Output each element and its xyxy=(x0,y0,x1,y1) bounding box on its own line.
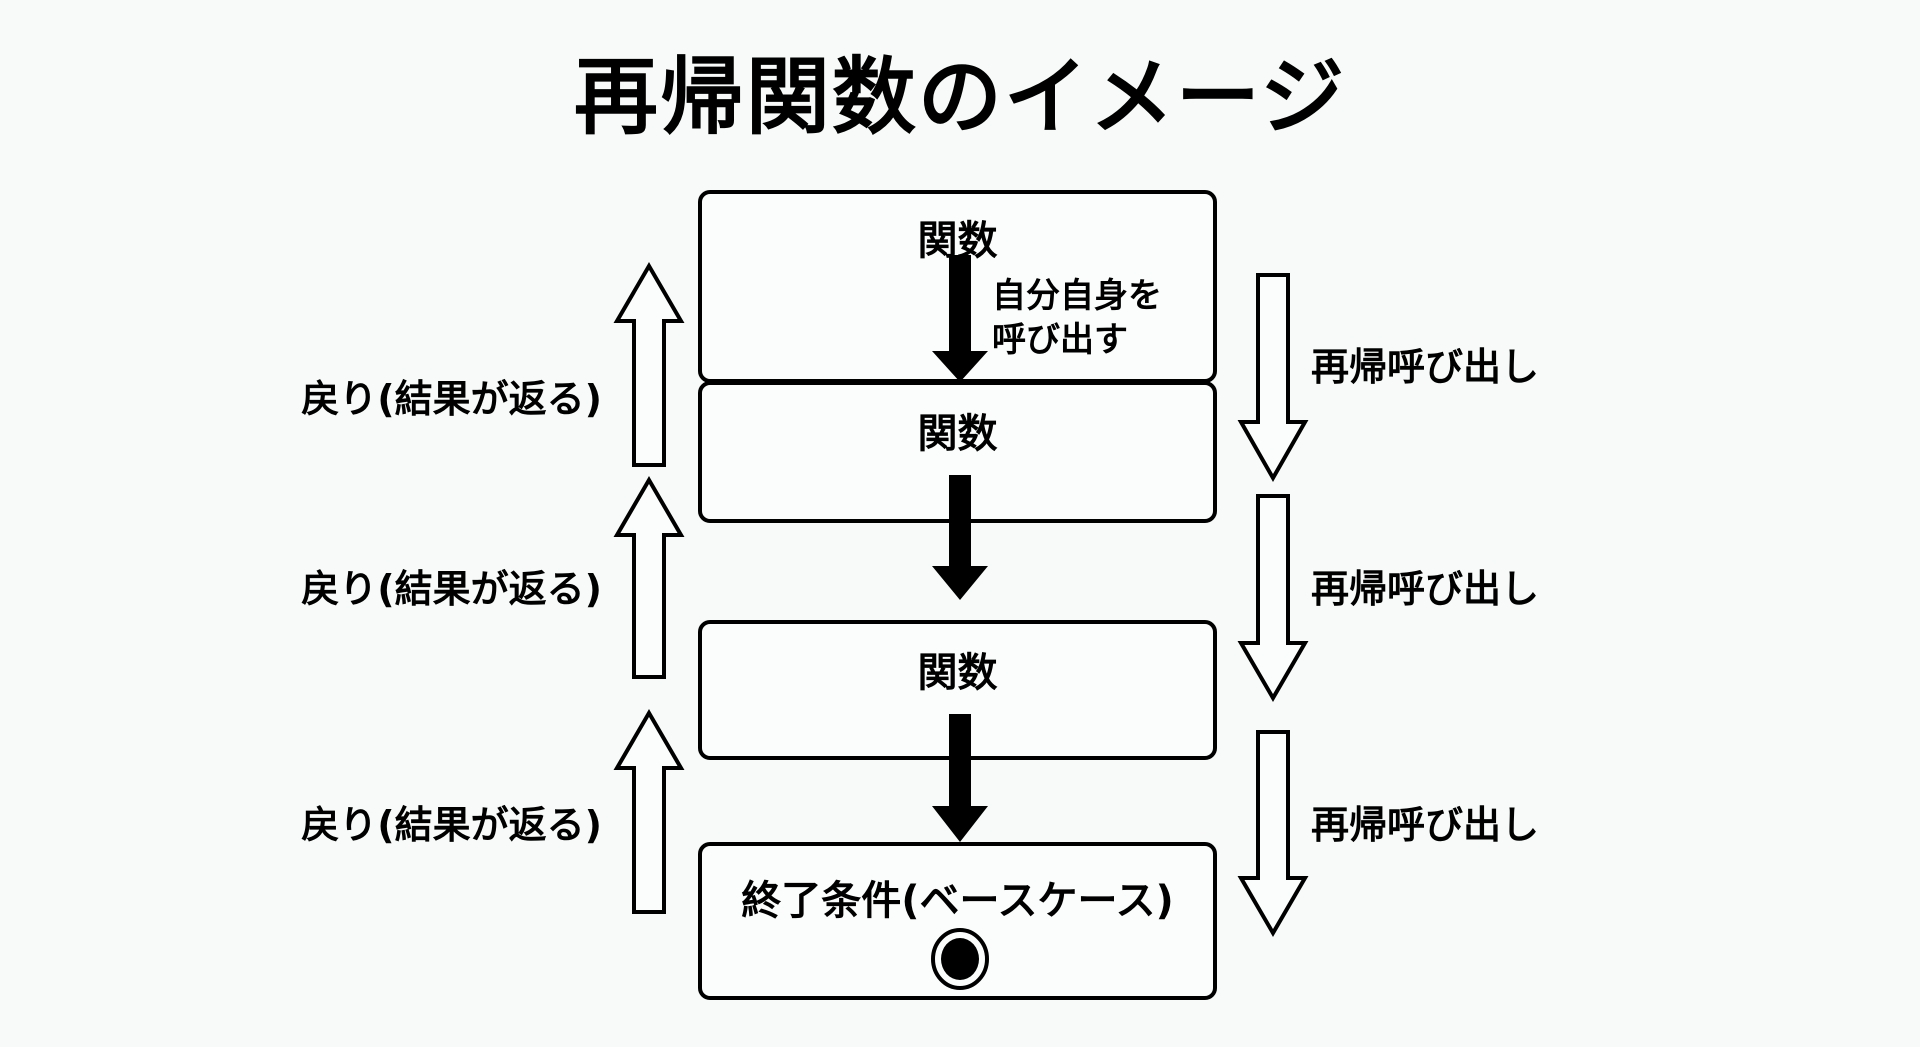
return-arrow-2 xyxy=(613,476,685,679)
call-arrow-1 xyxy=(932,255,988,382)
self-call-note-line2: 呼び出す xyxy=(992,320,1128,360)
recursive-arrow-3 xyxy=(1237,730,1309,937)
recursive-arrow-2 xyxy=(1237,494,1309,702)
self-call-note-line1: 自分自身を xyxy=(992,276,1162,316)
recursive-call-label-3: 再帰呼び出し xyxy=(1311,803,1540,847)
call-arrow-2 xyxy=(932,475,988,600)
call-arrow-3 xyxy=(932,714,988,842)
return-label-1: 戻り(結果が返る) xyxy=(301,377,602,421)
recursive-arrow-1 xyxy=(1237,273,1309,483)
page-title: 再帰関数のイメージ xyxy=(573,48,1347,146)
recursive-call-label-2: 再帰呼び出し xyxy=(1311,567,1540,611)
return-arrow-1 xyxy=(613,262,685,467)
function-label: 関数 xyxy=(917,411,998,457)
return-label-2: 戻り(結果が返る) xyxy=(301,567,602,611)
return-arrow-3 xyxy=(613,709,685,914)
base-case-label: 終了条件(ベースケース) xyxy=(741,878,1174,924)
function-label: 関数 xyxy=(917,650,998,696)
return-label-3: 戻り(結果が返る) xyxy=(301,803,602,847)
recursive-call-label-1: 再帰呼び出し xyxy=(1311,345,1540,389)
